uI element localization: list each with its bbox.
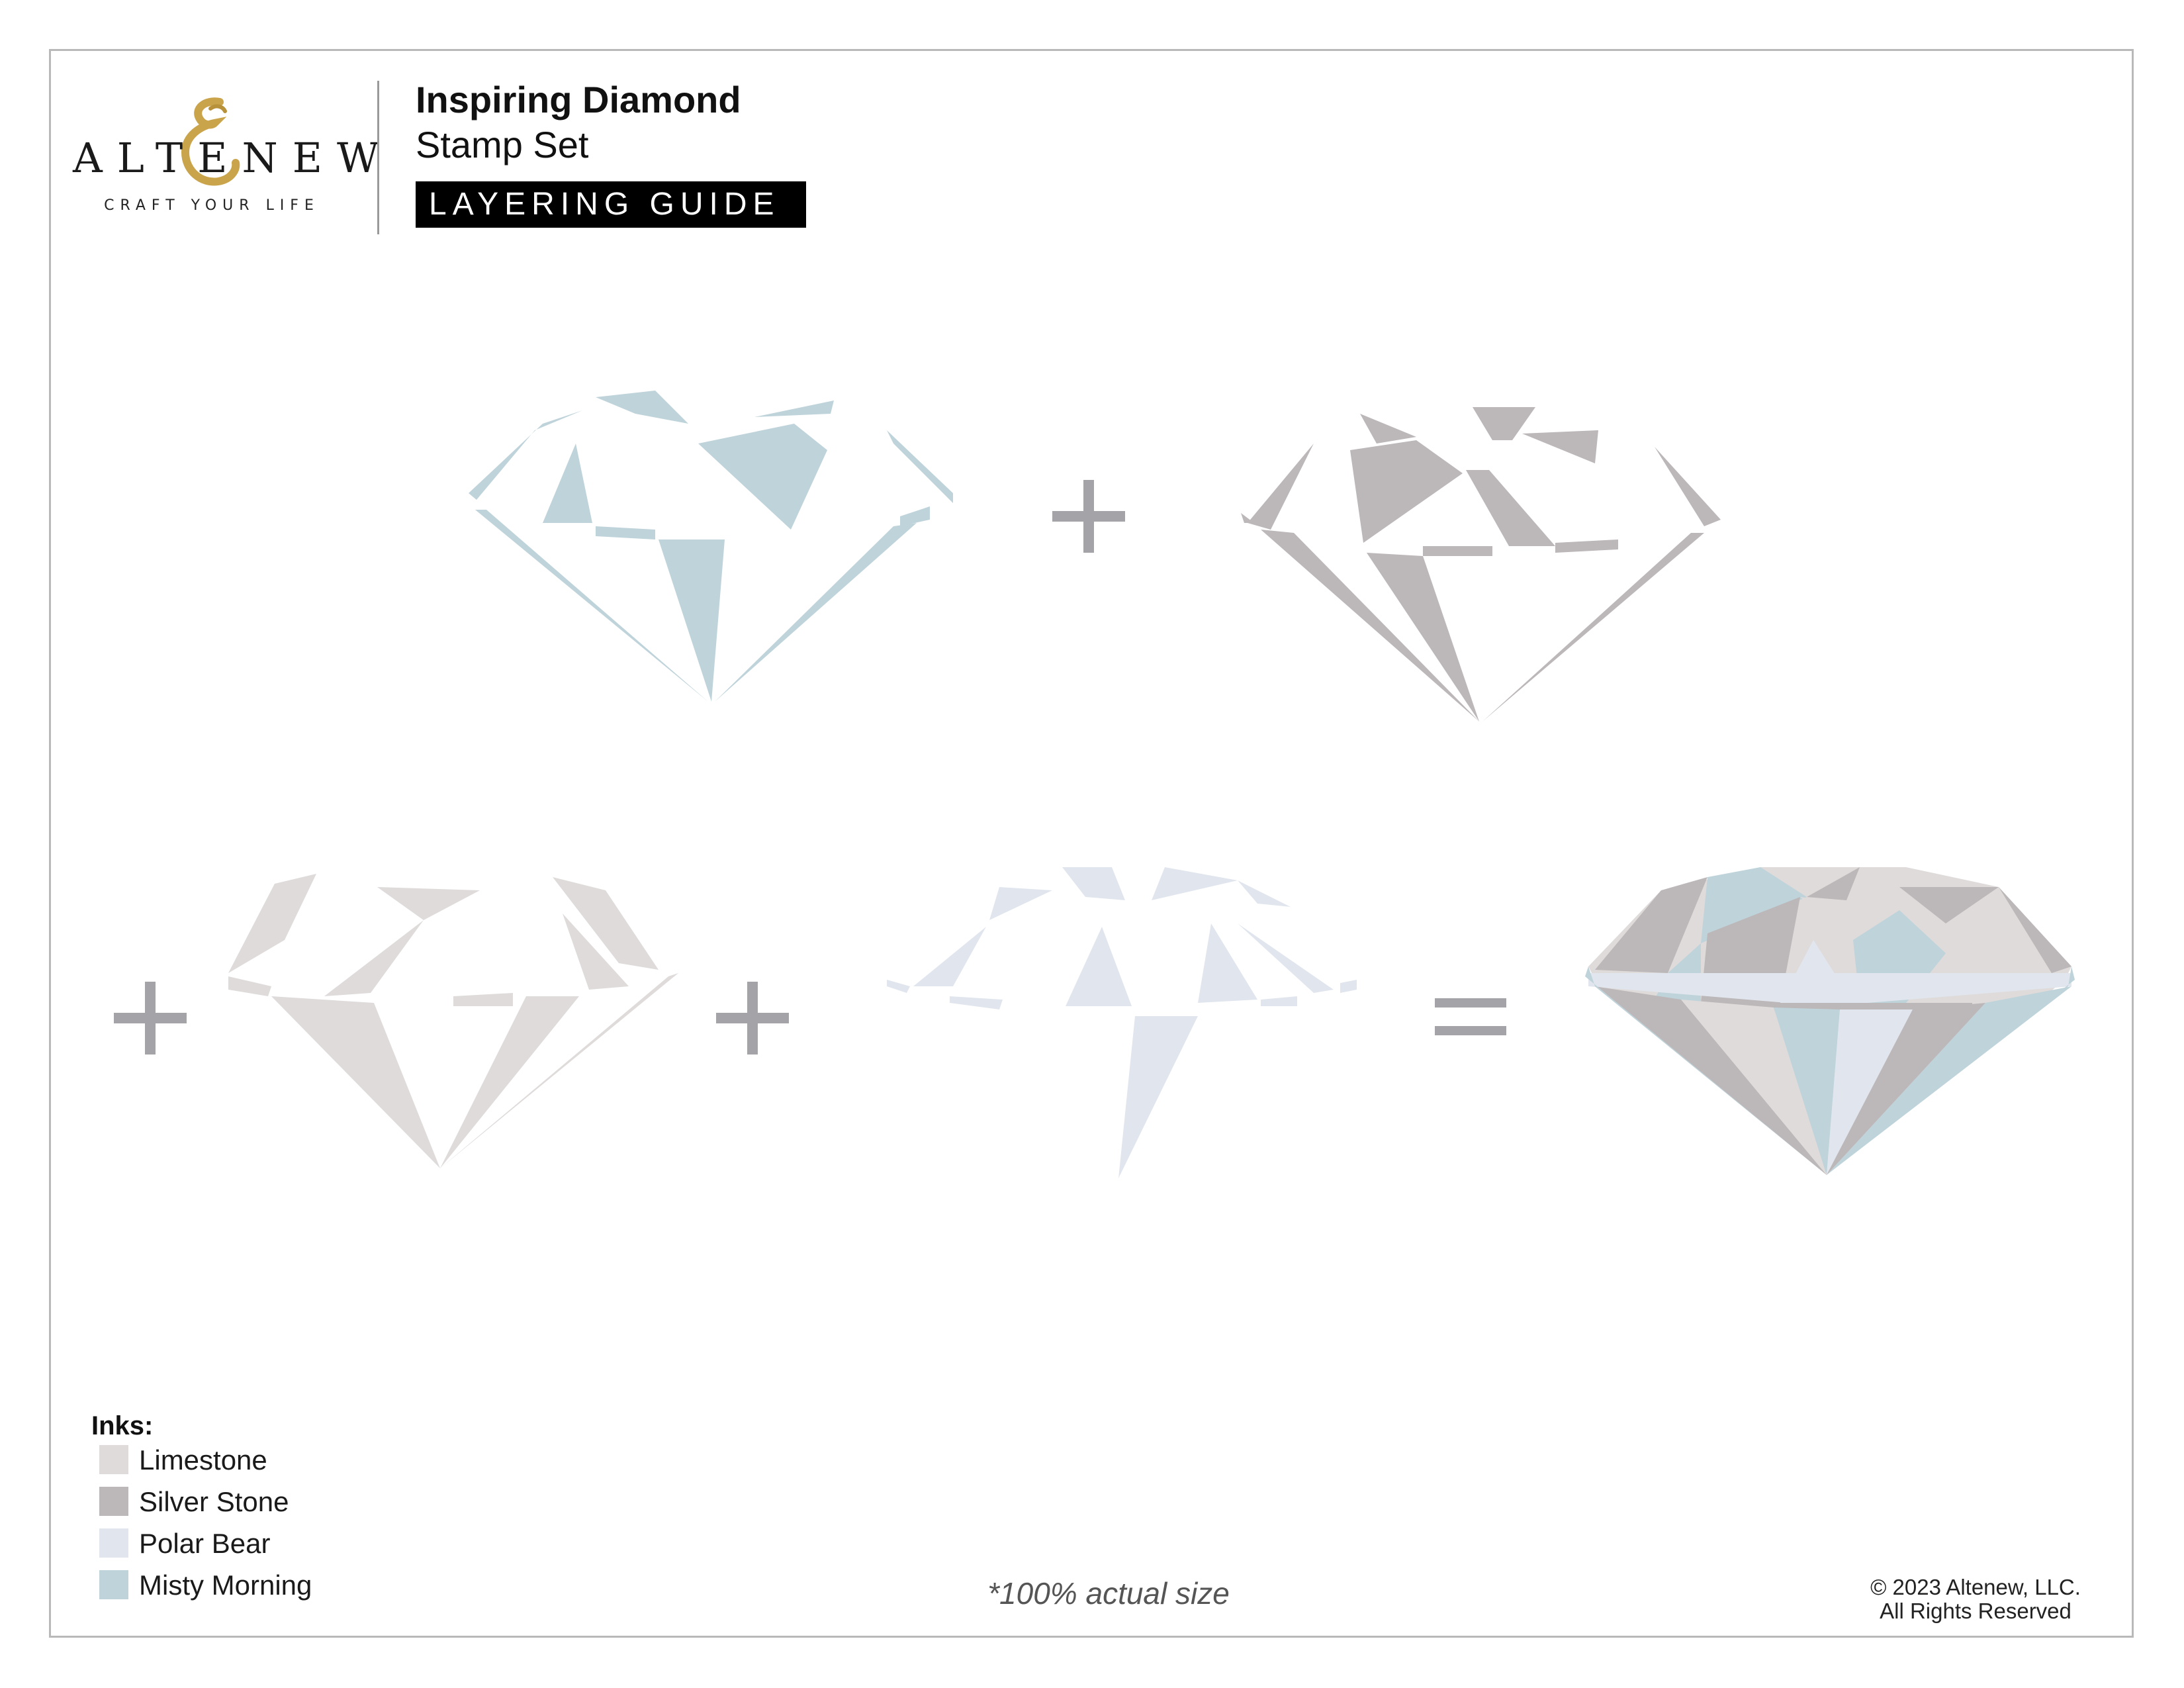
- plus-sign-3: [716, 982, 789, 1055]
- rights-line: All Rights Reserved: [1880, 1599, 2071, 1623]
- ink-label: Limestone: [139, 1444, 267, 1476]
- layer-silver-stone: [1241, 407, 1721, 722]
- page-subtitle: Stamp Set: [416, 124, 589, 165]
- header-divider: [377, 81, 379, 234]
- brand-name: ALTENEW: [73, 134, 394, 182]
- page-frame: [49, 49, 2134, 1638]
- actual-size-note: *100% actual size: [987, 1576, 1230, 1611]
- copyright-line: © 2023 Altenew, LLC.: [1870, 1575, 2081, 1599]
- inks-heading: Inks:: [91, 1411, 154, 1440]
- ink-label: Misty Morning: [139, 1570, 312, 1601]
- equals-sign: [1435, 998, 1506, 1035]
- brand-tagline: CRAFT YOUR LIFE: [104, 197, 320, 214]
- page-title: Inspiring Diamond: [416, 79, 741, 120]
- ink-label: Silver Stone: [139, 1486, 289, 1517]
- copyright-notice: © 2023 Altenew, LLC. All Rights Reserved: [1827, 1575, 2124, 1623]
- altenew-logo: ALTENEW CRAFT YOUR LIFE: [73, 97, 394, 225]
- layering-guide-badge: LAYERING GUIDE: [416, 181, 806, 228]
- layer-polar-bear: [887, 867, 1357, 1178]
- plus-sign-1: [1052, 480, 1125, 553]
- plus-sign-2: [114, 982, 187, 1055]
- layer-misty-morning: [469, 391, 953, 702]
- ampersand-logo-icon: [181, 97, 240, 186]
- ink-swatch: [99, 1487, 128, 1516]
- ink-swatch: [99, 1570, 128, 1599]
- ink-swatch: [99, 1445, 128, 1474]
- ink-swatch: [99, 1528, 128, 1558]
- layer-limestone: [228, 874, 678, 1168]
- ink-label: Polar Bear: [139, 1528, 271, 1559]
- final-diamond: [1585, 867, 2075, 1175]
- operator-marks: [114, 480, 1506, 1055]
